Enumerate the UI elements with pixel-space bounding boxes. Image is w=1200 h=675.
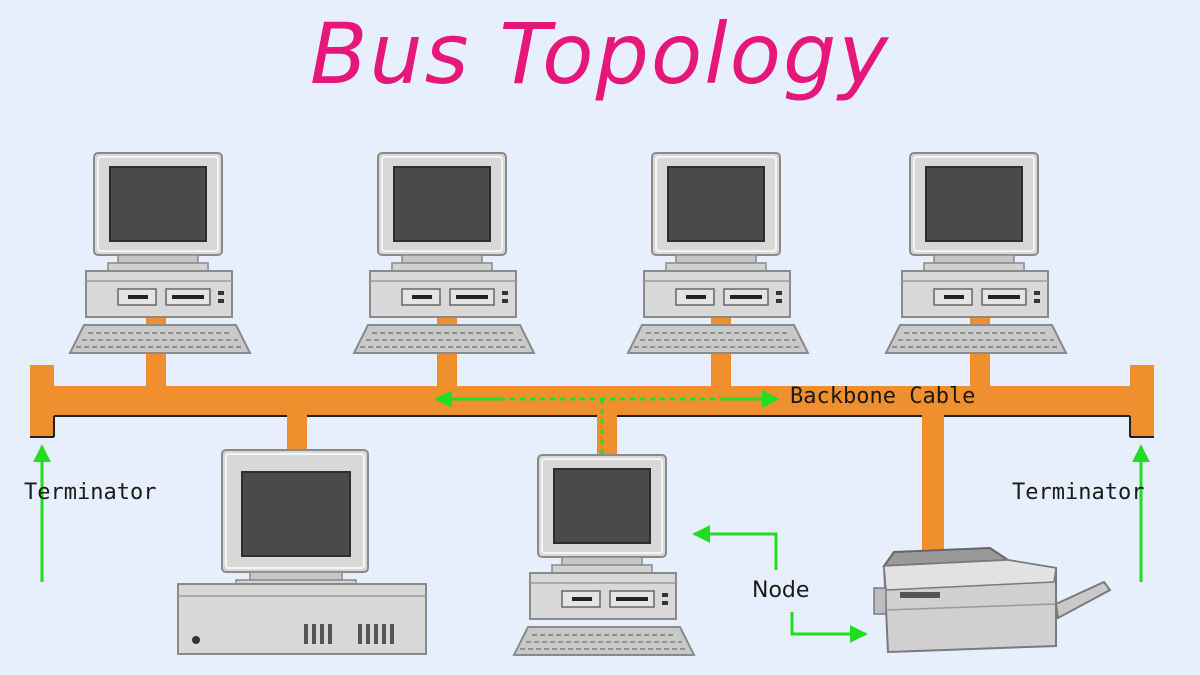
backbone-label: Backbone Cable	[790, 384, 976, 409]
node-label: Node	[752, 578, 810, 603]
backbone-cable	[30, 386, 1154, 416]
node-arrow-down	[790, 612, 868, 643]
terminator-label-right: Terminator	[1012, 480, 1145, 505]
page-title: Bus Topology	[309, 5, 891, 103]
workstation	[177, 449, 427, 655]
terminator-label-left: Terminator	[24, 480, 157, 505]
drop-cable-pc5	[597, 414, 617, 458]
drop-cable-workstation	[287, 414, 307, 456]
computer-5	[513, 454, 695, 656]
node-arrow-up	[692, 525, 778, 570]
printer	[873, 546, 1112, 654]
drop-cable-printer	[922, 414, 944, 554]
cable-edges	[30, 415, 1154, 438]
